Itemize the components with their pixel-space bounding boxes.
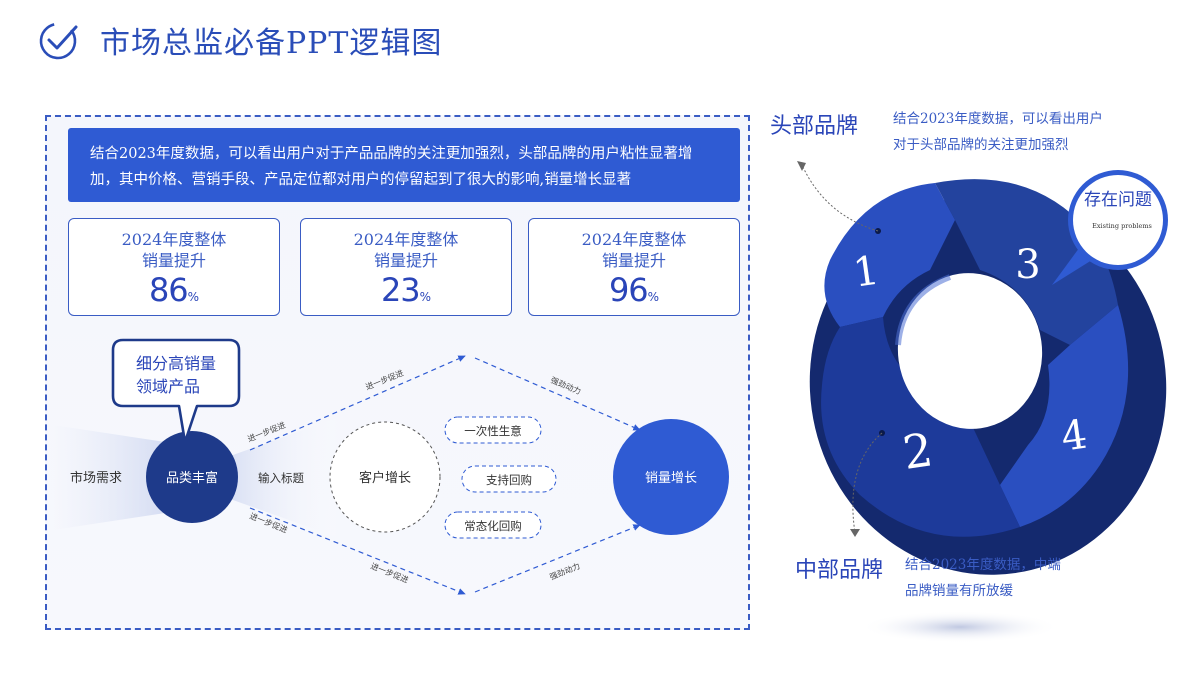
- segment-number-1: 1: [850, 248, 882, 297]
- stat-value: 96%: [608, 271, 660, 309]
- stat-label: 2024年度整体: [121, 230, 227, 249]
- ring-segment-4: [1000, 305, 1129, 527]
- check-circle-icon: [39, 22, 78, 60]
- stat-card-1: 2024年度整体 销量提升 86%: [68, 218, 280, 316]
- stat-unit: %: [187, 290, 200, 304]
- rich-category-node: [146, 431, 238, 523]
- drive-label-2: 强劲动力: [548, 561, 581, 582]
- intro-line-1: 结合2023年度数据，可以看出用户对于产品品牌的关注更加强烈，头部品牌的用户粘性…: [90, 146, 693, 162]
- mid-desc-line: 结合2023年度数据，中端: [905, 557, 1061, 573]
- sales-growth-label: 销量增长: [645, 471, 697, 486]
- head-brand-desc: 结合2023年度数据，可以看出用户 对于头部品牌的关注更加强烈: [893, 106, 1103, 158]
- arrow-up-left: [249, 355, 466, 451]
- ring-segment-2: [821, 317, 1020, 537]
- stat-label: 2024年度整体: [353, 230, 459, 249]
- stat-value: 86%: [148, 271, 200, 309]
- ring-inner-edge: [895, 274, 952, 346]
- segment-number-4: 4: [1058, 412, 1090, 461]
- flow-diagram: 市场需求 进一步促进 进一步促进 进一步促进 进一步促进 强劲动力 强劲动力 品…: [53, 338, 729, 595]
- stat-card-2: 2024年度整体 销量提升 23%: [300, 218, 512, 316]
- connector-mid: [852, 432, 883, 534]
- stat-label: 2024年度整体: [581, 230, 687, 249]
- option-label: 常态化回购: [464, 519, 522, 533]
- input-title-label: 输入标题: [258, 471, 304, 485]
- arrow-down-left: [249, 507, 466, 595]
- option-pill: [444, 511, 542, 539]
- customer-growth-label: 客户增长: [359, 470, 411, 486]
- rich-category-label: 品类丰富: [166, 470, 218, 486]
- funnel-fade: [205, 415, 345, 540]
- option-label: 支持回购: [486, 473, 532, 487]
- option-pill: [461, 465, 557, 493]
- stat-label: 销量提升: [373, 251, 438, 270]
- drive-label-1: 强劲动力: [549, 375, 582, 397]
- ring-shadow: [860, 611, 1060, 643]
- connector-head: [801, 164, 879, 232]
- callout-bubble: [111, 338, 241, 444]
- market-fade: [53, 425, 185, 530]
- stat-label: 销量提升: [141, 251, 206, 270]
- mid-brand-title: 中部品牌: [795, 558, 884, 583]
- market-demand-label: 市场需求: [70, 470, 122, 486]
- callout-line-1: 细分高销量: [136, 354, 216, 373]
- callout-line-2: 领域产品: [136, 377, 200, 396]
- stat-value: 23%: [380, 271, 432, 309]
- stat-unit: %: [419, 290, 432, 304]
- segment-number-3: 3: [1015, 242, 1040, 288]
- head-brand-title: 头部品牌: [770, 114, 859, 139]
- ring-diagram: 1 2 3 4 存在问题 Existing problems: [797, 161, 1168, 643]
- option-label: 一次性生意: [464, 424, 522, 438]
- arrow-head: [797, 161, 806, 171]
- problem-title: 存在问题: [1084, 190, 1152, 210]
- intro-line-2: 加，其中价格、营销手段、产品定位都对用户的停留起到了很大的影响,销量增长显著: [90, 172, 632, 188]
- mid-brand-desc: 结合2023年度数据，中端 品牌销量有所放缓: [905, 552, 1061, 604]
- option-pill: [444, 416, 542, 444]
- ring-hole: [897, 273, 1043, 429]
- problem-bubble-inner: [1073, 175, 1163, 265]
- arrow-up-right: [474, 357, 641, 431]
- page-title: 市场总监必备PPT逻辑图: [100, 26, 443, 61]
- promote-label-4: 进一步促进: [369, 561, 410, 585]
- customer-growth-node: [329, 421, 441, 533]
- sales-growth-node: [613, 419, 729, 535]
- stat-card-3: 2024年度整体 销量提升 96%: [528, 218, 740, 316]
- mid-desc-line: 品牌销量有所放缓: [905, 583, 1013, 599]
- arrow-head: [850, 529, 860, 537]
- ring-segment-1: [824, 183, 955, 327]
- promote-label-2: 进一步促进: [364, 368, 405, 392]
- stat-label: 销量提升: [601, 251, 666, 270]
- head-desc-line: 对于头部品牌的关注更加强烈: [893, 137, 1069, 153]
- stat-unit: %: [647, 290, 660, 304]
- intro-banner: 结合2023年度数据，可以看出用户对于产品品牌的关注更加强烈，头部品牌的用户粘性…: [68, 128, 740, 202]
- arrow-down-right: [474, 524, 641, 593]
- head-desc-line: 结合2023年度数据，可以看出用户: [893, 111, 1103, 127]
- problem-subtitle: Existing problems: [1092, 222, 1152, 230]
